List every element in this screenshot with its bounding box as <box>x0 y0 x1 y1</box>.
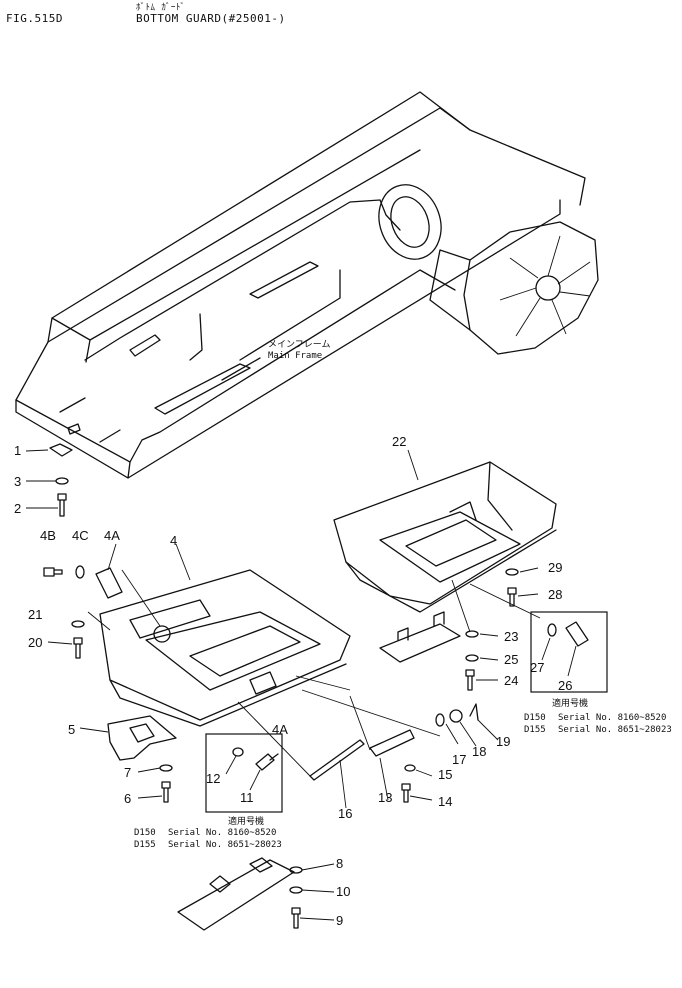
callout-28: 28 <box>548 587 562 602</box>
callout-4a: 4A <box>104 528 120 543</box>
leader-lines <box>25 449 577 921</box>
serial-box-1-frame <box>205 733 283 813</box>
serial-note-2-text-1: Serial No. 8160~8520 <box>558 713 666 723</box>
callout-17: 17 <box>452 752 466 767</box>
callout-6: 6 <box>124 791 131 806</box>
serial-note-1-text-1: Serial No. 8160~8520 <box>168 828 276 838</box>
serial-note-1-text-2: Serial No. 8651~28023 <box>168 840 282 850</box>
main-frame-label-en: Main Frame <box>268 351 322 361</box>
main-frame-drawing <box>15 91 599 479</box>
callout-2: 2 <box>14 501 21 516</box>
callout-25: 25 <box>504 652 518 667</box>
front-guard-drawing <box>95 567 351 727</box>
callout-4c: 4C <box>72 528 89 543</box>
callout-29: 29 <box>548 560 562 575</box>
serial-box-2-frame <box>530 611 608 693</box>
serial-note-1-jp: 適用号機 <box>228 815 264 827</box>
serial-note-1-model-1: D150 <box>134 828 156 838</box>
callout-5: 5 <box>68 722 75 737</box>
callout-16: 16 <box>338 806 352 821</box>
serial-note-2: 適用号機 D150 Serial No. 8160~8520 D155 Seri… <box>524 697 672 735</box>
callout-22: 22 <box>392 434 406 449</box>
main-frame-label-jp: メインフレーム <box>268 339 330 350</box>
callout-21: 21 <box>28 607 42 622</box>
title-japanese: ﾎﾞﾄﾑ ｶﾞｰﾄﾞ <box>136 3 186 13</box>
callout-4: 4 <box>170 533 177 548</box>
callout-27: 27 <box>530 660 544 675</box>
serial-note-2-jp: 適用号機 <box>552 697 588 709</box>
callout-9: 9 <box>336 913 343 928</box>
callout-11: 11 <box>240 790 254 805</box>
callout-15: 15 <box>438 767 452 782</box>
serial-note-1-model-2: D155 <box>134 840 156 850</box>
callout-24: 24 <box>504 673 518 688</box>
rear-guard-drawing <box>333 461 557 613</box>
callout-8: 8 <box>336 856 343 871</box>
figure-number: FIG.515D <box>6 12 63 25</box>
callout-10: 10 <box>336 884 350 899</box>
callout-7: 7 <box>124 765 131 780</box>
serial-note-2-model-1: D150 <box>524 713 546 723</box>
callout-18: 18 <box>472 744 486 759</box>
callout-23: 23 <box>504 629 518 644</box>
diagram-title: BOTTOM GUARD(#25001-) <box>136 12 286 25</box>
callout-13: 13 <box>378 790 392 805</box>
callout-12: 12 <box>206 771 220 786</box>
callout-14: 14 <box>438 794 452 809</box>
callout-20: 20 <box>28 635 42 650</box>
serial-note-1: 適用号機 D150 Serial No. 8160~8520 D155 Seri… <box>134 815 282 850</box>
callout-3: 3 <box>14 474 21 489</box>
callout-19: 19 <box>496 734 510 749</box>
bolt-set-top <box>49 443 73 517</box>
callout-1: 1 <box>14 443 21 458</box>
callout-4b: 4B <box>40 528 56 543</box>
serial-note-2-model-2: D155 <box>524 725 546 735</box>
callout-26: 26 <box>558 678 572 693</box>
callout-4a-lower: 4A <box>272 722 288 737</box>
serial-note-2-text-2: Serial No. 8651~28023 <box>558 725 672 735</box>
